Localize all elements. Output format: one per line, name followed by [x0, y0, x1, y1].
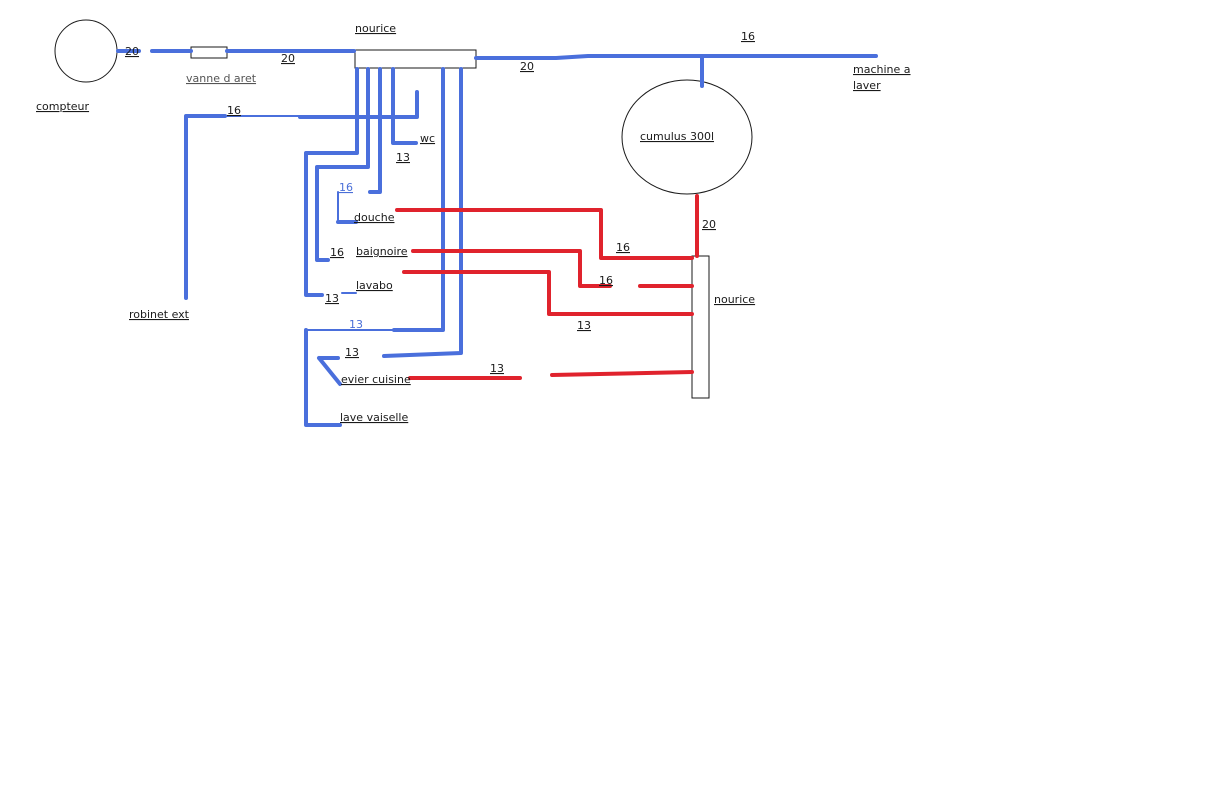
- size-lavabo-cold: 13: [325, 292, 339, 305]
- pipe-lavabo-cold: [304, 67, 359, 297]
- cumulus-water-heater: [621, 79, 753, 195]
- size-machine: 16: [741, 30, 755, 43]
- size-robinet: 16: [227, 104, 241, 117]
- label-lave-vaisselle: lave vaiselle: [340, 411, 408, 424]
- label-vanne-arret: vanne d aret: [186, 72, 257, 85]
- size-cumulus-out: 20: [702, 218, 716, 231]
- pipe-robinet-ext-link: [298, 90, 419, 119]
- compteur-meter: [54, 19, 118, 83]
- label-evier-cuisine: evier cuisine: [341, 373, 411, 386]
- cold-water-pipes: [116, 49, 878, 427]
- size-nourice-out: 20: [520, 60, 534, 73]
- label-wc: wc: [420, 132, 435, 145]
- size-baignoire-cold: 16: [330, 246, 344, 259]
- size-baignoire-hot: 16: [599, 274, 613, 287]
- pipe-nourice-to-machine: [474, 54, 878, 60]
- label-machine-line1: machine a: [853, 63, 911, 76]
- pipe-baignoire-cold: [315, 67, 370, 262]
- pipe-robinet-ext: [184, 114, 227, 300]
- nourice-cold-manifold: [354, 49, 477, 69]
- pipe-evier-cold-tail: [317, 356, 342, 386]
- size-evier-hot: 13: [490, 362, 504, 375]
- label-compteur: compteur: [36, 100, 90, 113]
- label-robinet-ext: robinet ext: [129, 308, 190, 321]
- label-cumulus: cumulus 300l: [640, 130, 714, 143]
- label-nourice-cold: nourice: [355, 22, 396, 35]
- size-compteur-out: 20: [125, 45, 139, 58]
- label-nourice-hot: nourice: [714, 293, 755, 306]
- pipe-lavabo-hot: [402, 270, 694, 316]
- size-douche-cold: 16: [339, 181, 353, 194]
- pipe-evier-hot: [408, 370, 694, 380]
- pipe-baignoire-hot: [411, 249, 612, 288]
- pipe-lave-vaisselle-drop: [304, 328, 342, 427]
- pipe-evier-cold: [382, 67, 463, 358]
- size-wc: 13: [396, 151, 410, 164]
- size-evier-cold: 13: [345, 346, 359, 359]
- label-machine-line2: laver: [853, 79, 881, 92]
- label-lavabo: lavabo: [356, 279, 393, 292]
- pipe-lave-vaisselle: [392, 67, 445, 332]
- size-lavabo-hot: 13: [577, 319, 591, 332]
- size-lave-vaisselle: 13: [349, 318, 363, 331]
- label-douche: douche: [354, 211, 395, 224]
- label-baignoire: baignoire: [356, 245, 408, 258]
- pipe-douche-hot: [395, 208, 694, 260]
- vanne-arret-valve: [190, 46, 228, 59]
- pipe-wc: [391, 67, 418, 145]
- size-after-vanne: 20: [281, 52, 295, 65]
- size-douche-hot: 16: [616, 241, 630, 254]
- nourice-hot-manifold: [691, 255, 710, 399]
- hot-water-pipes: [395, 194, 699, 380]
- pipe-douche-cold: [368, 67, 382, 194]
